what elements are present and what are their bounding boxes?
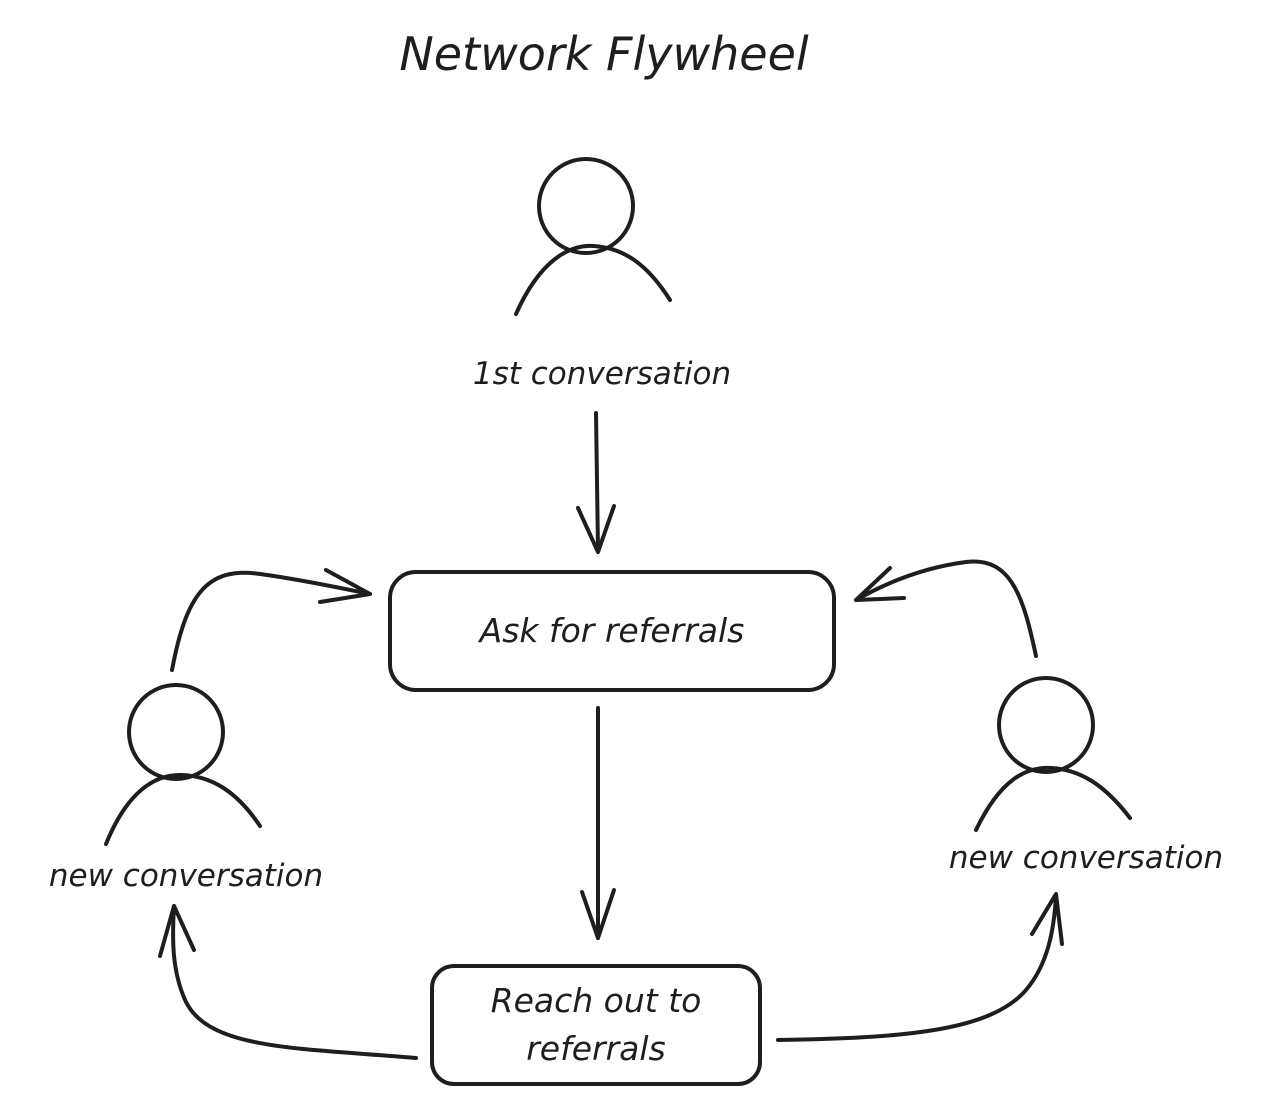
arrow-ask-to-reach [580, 706, 616, 940]
person-icon-left [104, 683, 262, 846]
ask-for-referrals-node: Ask for referrals [388, 570, 836, 692]
right-new-conversation-label: new conversation [949, 840, 1223, 876]
person-icon-right [974, 676, 1132, 832]
arrow-reach-to-left [158, 904, 418, 1060]
first-conversation-label: 1st conversation [473, 356, 731, 392]
reach-out-node: Reach out to referrals [430, 964, 762, 1086]
ask-for-referrals-label: Ask for referrals [478, 611, 745, 650]
diagram-title: Network Flywheel [399, 27, 809, 81]
arrow-first-to-ask [576, 411, 616, 554]
person-icon-top [514, 157, 672, 316]
left-new-conversation-label: new conversation [49, 858, 323, 894]
arrow-left-to-ask [170, 568, 372, 672]
reach-out-label-line1: Reach out to [491, 981, 702, 1020]
arrow-right-to-ask [854, 559, 1038, 658]
reach-out-label-line2: referrals [526, 1029, 666, 1068]
arrow-reach-to-right [776, 892, 1064, 1042]
